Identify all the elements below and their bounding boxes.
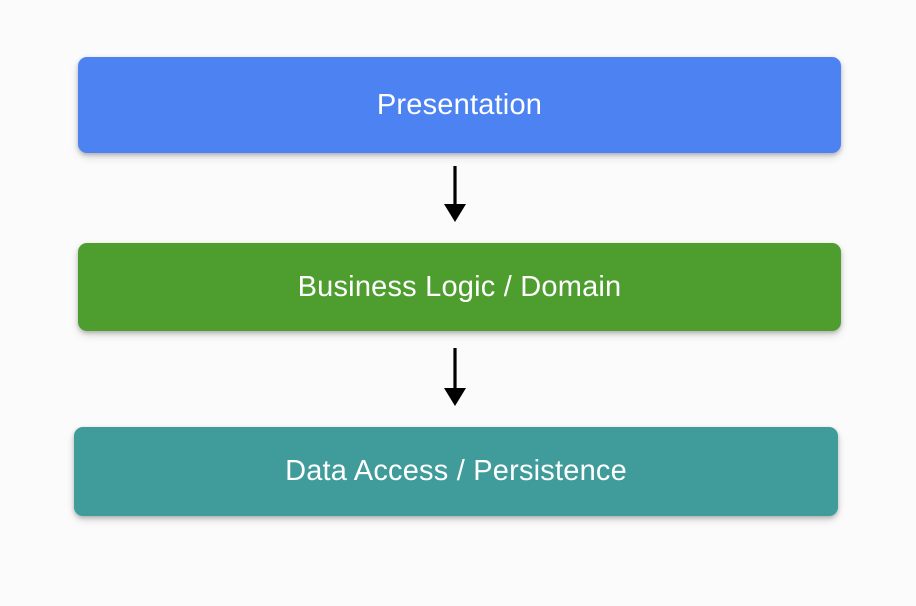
layer-box-presentation[interactable]: Presentation: [78, 57, 841, 153]
arrow-head: [444, 388, 466, 406]
layer-box-data-access[interactable]: Data Access / Persistence: [74, 427, 838, 516]
arrow-head: [444, 204, 466, 222]
arrow-presentation-to-business-logic: [444, 166, 466, 222]
layer-label-business-logic: Business Logic / Domain: [297, 270, 622, 303]
layer-label-presentation: Presentation: [376, 88, 543, 121]
layer-box-business-logic[interactable]: Business Logic / Domain: [78, 243, 841, 331]
layer-label-data-access: Data Access / Persistence: [285, 455, 627, 487]
arrow-business-logic-to-data-access: [444, 348, 466, 406]
